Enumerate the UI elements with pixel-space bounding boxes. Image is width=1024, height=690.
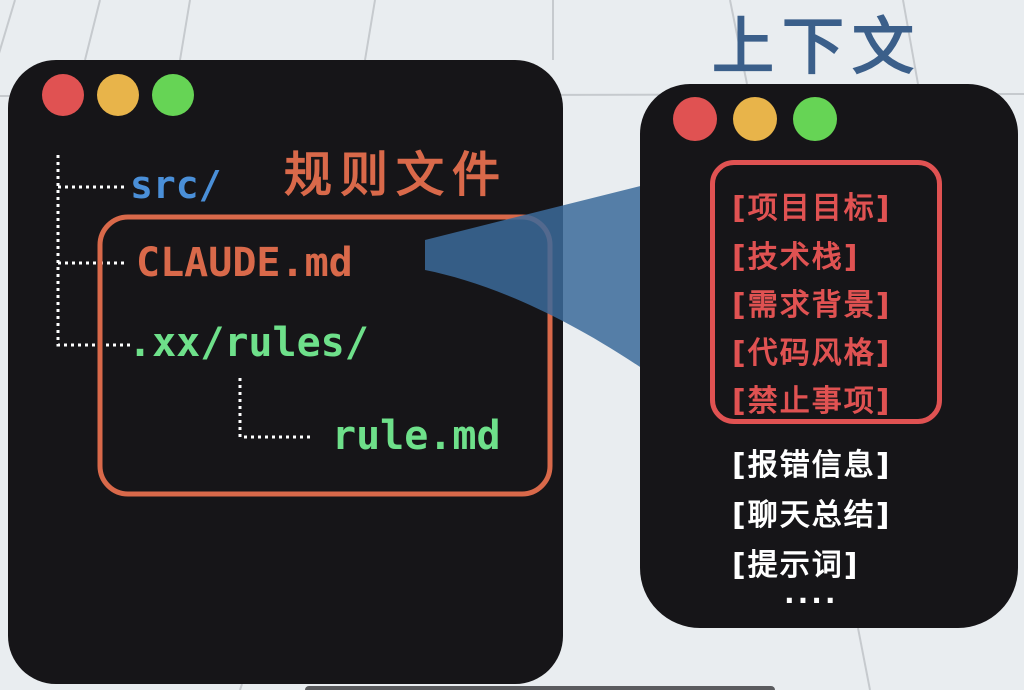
maximize-dot bbox=[152, 74, 194, 116]
tree-rules-dir: .xx/rules/ bbox=[128, 320, 369, 366]
context-window bbox=[640, 84, 1018, 628]
rules-heading: 规则文件 bbox=[284, 147, 509, 203]
close-dot bbox=[42, 74, 84, 116]
tree-claude-md: CLAUDE.md bbox=[136, 240, 353, 286]
tree-src: src/ bbox=[130, 163, 222, 207]
tree-rule-md: rule.md bbox=[332, 413, 501, 459]
ctx-item: [禁止事项] bbox=[732, 384, 892, 419]
rules-context-box bbox=[710, 160, 942, 424]
ctx-item: [提示词] bbox=[732, 548, 860, 583]
maximize-dot bbox=[793, 97, 837, 141]
ctx-item: [技术栈] bbox=[732, 240, 860, 275]
ctx-item: [代码风格] bbox=[732, 336, 892, 371]
close-dot bbox=[673, 97, 717, 141]
claude-highlight-box bbox=[97, 214, 553, 497]
ctx-ellipsis: ···· bbox=[784, 584, 839, 617]
minimize-dot bbox=[733, 97, 777, 141]
ctx-item: [需求背景] bbox=[732, 288, 892, 323]
ctx-item: [聊天总结] bbox=[732, 498, 892, 533]
ctx-item: [报错信息] bbox=[732, 448, 892, 483]
ctx-item: [项目目标] bbox=[732, 191, 892, 226]
context-title: 上下文 bbox=[712, 10, 923, 83]
minimize-dot bbox=[97, 74, 139, 116]
